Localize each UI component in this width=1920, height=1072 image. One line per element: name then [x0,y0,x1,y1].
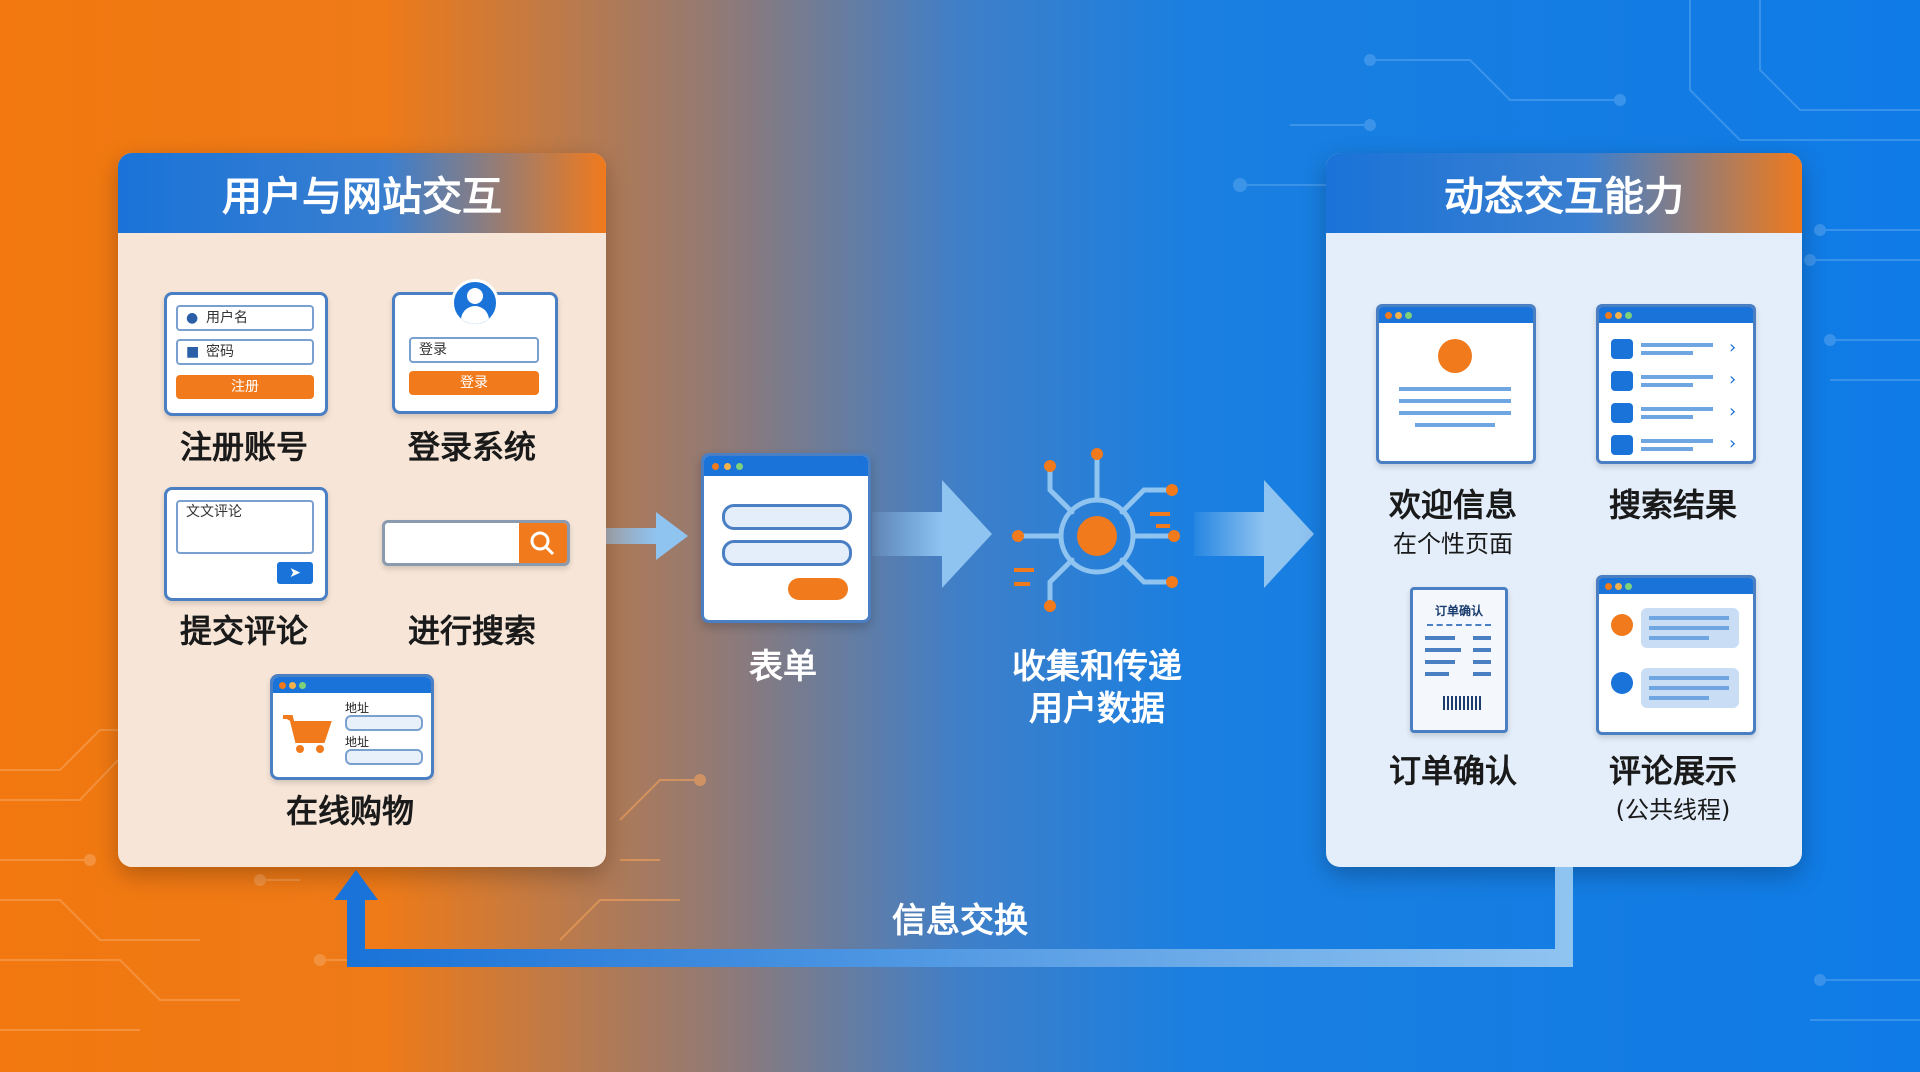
form-submit-button[interactable] [788,578,848,600]
comment-textarea[interactable]: 文文评论 [176,500,314,554]
comments-label: 评论展示 [1608,752,1738,790]
shopping-label: 在线购物 [285,792,415,830]
login-card[interactable]: 登录 登录 [392,292,558,414]
avatar-icon [451,279,499,327]
search-label: 进行搜索 [407,612,537,650]
form-field-2[interactable] [722,540,852,566]
arrow-to-dynamic [1194,480,1314,588]
form-label: 表单 [749,647,817,687]
order-label: 订单确认 [1388,752,1518,790]
comments-window [1596,575,1756,735]
user-icon: ● [186,310,199,326]
welcome-sublabel: 在个性页面 [1393,530,1513,558]
login-button[interactable]: 登录 [409,371,539,395]
receipt-icon: 订单确认 [1410,587,1508,733]
data-hub-icon [1012,448,1180,612]
address-field-1[interactable] [345,715,423,731]
search-results-window: › › › › [1596,304,1756,464]
lock-icon: ■ [186,344,200,360]
register-label: 注册账号 [179,428,309,466]
comments-sublabel: (公共线程) [1615,796,1731,824]
search-bar[interactable] [382,520,570,566]
info-exchange-label: 信息交换 [892,901,1028,941]
barcode-icon [1443,696,1483,710]
profile-icon [1438,339,1472,373]
welcome-window [1376,304,1536,464]
left-panel-title: 用户与网站交互 [118,153,606,233]
search-icon [530,531,555,556]
send-button[interactable]: ➤ [277,562,313,584]
address-label-2: 地址 [345,735,370,749]
chevron-right-icon: › [1729,337,1737,358]
collect-label-line1: 收集和传递 [1012,647,1182,687]
right-panel-title: 动态交互能力 [1326,153,1802,233]
form-window[interactable] [701,453,871,623]
comment-card[interactable]: 文文评论 ➤ [164,487,328,601]
collect-label: 收集和传递 用户数据 [1012,646,1182,730]
commenter-avatar-1 [1611,614,1633,636]
chevron-right-icon: › [1729,401,1737,422]
login-label: 登录系统 [407,428,537,466]
collect-label-line2: 用户数据 [1029,689,1165,729]
register-button[interactable]: 注册 [176,375,314,399]
username-field[interactable]: ● 用户名 [176,305,314,331]
arrow-to-form [606,512,688,560]
form-field-1[interactable] [722,504,852,530]
comment-label: 提交评论 [179,612,309,650]
send-icon: ➤ [289,565,301,581]
dynamic-interaction-panel: 动态交互能力 [1326,153,1802,867]
chevron-right-icon: › [1729,369,1737,390]
shopping-card[interactable]: 地址 地址 [270,674,434,780]
address-label-1: 地址 [345,701,370,715]
password-field[interactable]: ■ 密码 [176,339,314,365]
welcome-label: 欢迎信息 [1388,486,1518,524]
search-button[interactable] [519,523,567,563]
shopping-cart-icon [283,715,332,753]
arrow-to-collect [872,480,992,588]
register-card[interactable]: ● 用户名 ■ 密码 注册 [164,292,328,416]
comment-bubble-1 [1641,608,1739,648]
chevron-right-icon: › [1729,433,1737,454]
search-results-label: 搜索结果 [1608,486,1738,524]
commenter-avatar-2 [1611,672,1633,694]
comment-bubble-2 [1641,668,1739,708]
address-field-2[interactable] [345,749,423,765]
login-field[interactable]: 登录 [409,337,539,363]
receipt-title: 订单确认 [1434,604,1483,618]
